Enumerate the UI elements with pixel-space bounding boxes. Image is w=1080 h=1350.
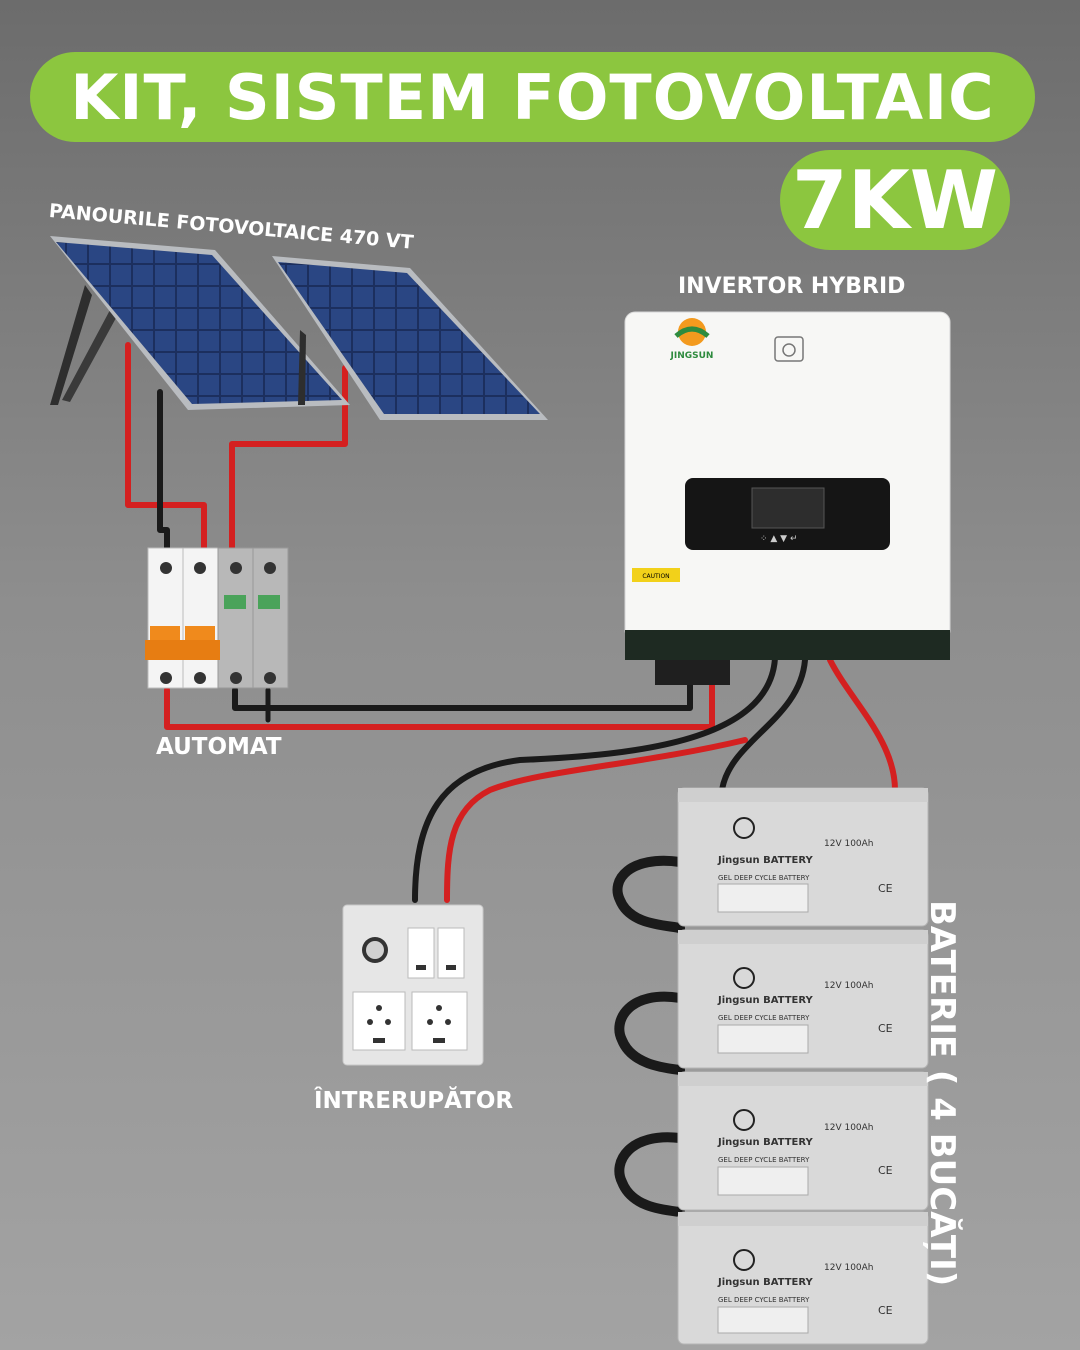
svg-text:GEL DEEP CYCLE BATTERY: GEL DEEP CYCLE BATTERY	[718, 1014, 810, 1022]
inverter-to-switch-positive-wire	[444, 737, 748, 903]
rocker-switch-2	[437, 927, 465, 979]
svg-text:⁘ ▲ ▼ ↵: ⁘ ▲ ▼ ↵	[760, 534, 798, 544]
inverter-to-battery-negative-wire	[719, 657, 808, 793]
svg-text:CE: CE	[878, 1022, 893, 1035]
svg-text:CAUTION: CAUTION	[642, 573, 669, 580]
title-banner: KIT, SISTEM FOTOVOLTAIC	[30, 52, 1035, 142]
svg-text:CE: CE	[878, 1164, 893, 1177]
svg-text:GEL DEEP CYCLE BATTERY: GEL DEEP CYCLE BATTERY	[718, 874, 810, 882]
svg-text:CE: CE	[878, 882, 893, 895]
battery-loop-3	[614, 1132, 685, 1217]
battery-logo-icon	[733, 967, 755, 989]
inverter-brand: JINGSUN	[670, 351, 714, 361]
power-button-icon	[774, 336, 804, 362]
caution-sticker	[632, 568, 680, 582]
svg-text:Jingsun BATTERY: Jingsun BATTERY	[717, 855, 814, 866]
svg-text:Jingsun BATTERY: Jingsun BATTERY	[717, 995, 814, 1006]
battery-1: Jingsun BATTERY 12V 100Ah GEL DEEP CYCLE…	[677, 787, 929, 927]
power-rating: 7KW	[792, 153, 998, 247]
inverter-screen	[751, 487, 825, 529]
svg-text:12V 100Ah: 12V 100Ah	[824, 981, 874, 991]
panel2-positive-wire	[229, 365, 348, 551]
battery-logo-icon	[733, 1109, 755, 1131]
wires	[125, 342, 898, 1217]
svg-text:Jingsun BATTERY: Jingsun BATTERY	[717, 1277, 814, 1288]
breaker-label: AUTOMAT	[156, 734, 282, 760]
battery-loop-2	[614, 991, 685, 1075]
wall-switch-plate	[342, 904, 484, 1066]
svg-text:12V 100Ah: 12V 100Ah	[824, 839, 874, 849]
page-title: KIT, SISTEM FOTOVOLTAIC	[70, 60, 995, 134]
solar-panel-2	[272, 256, 548, 420]
inverter-logo-icon	[678, 318, 706, 346]
inverter-label: INVERTOR HYBRID	[678, 274, 906, 299]
svg-text:CE: CE	[878, 1304, 893, 1317]
breaker-to-inverter-positive-wire	[164, 675, 715, 730]
battery-2: Jingsun BATTERY 12V 100Ah GEL DEEP CYCLE…	[677, 929, 929, 1069]
breaker-to-inverter-negative-wire	[232, 677, 693, 711]
panel1-negative-wire	[157, 389, 170, 563]
battery-logo-icon	[733, 817, 755, 839]
svg-text:12V 100Ah: 12V 100Ah	[824, 1263, 874, 1273]
battery-4: Jingsun BATTERY 12V 100Ah GEL DEEP CYCLE…	[677, 1211, 929, 1345]
svg-text:GEL DEEP CYCLE BATTERY: GEL DEEP CYCLE BATTERY	[718, 1156, 810, 1164]
battery-logo-icon	[733, 1249, 755, 1271]
hybrid-inverter: JINGSUN ⁘ ▲ ▼ ↵ CAUTION	[624, 311, 951, 685]
battery-loop-1	[612, 855, 685, 933]
solar-panel-1	[50, 236, 350, 410]
svg-text:12V 100Ah: 12V 100Ah	[824, 1123, 874, 1133]
breaker-assembly	[145, 547, 289, 689]
svg-text:GEL DEEP CYCLE BATTERY: GEL DEEP CYCLE BATTERY	[718, 1296, 810, 1304]
rocker-switch-1	[407, 927, 435, 979]
power-badge: 7KW	[780, 150, 1010, 250]
inverter-to-switch-negative-wire	[412, 655, 778, 903]
battery-3: Jingsun BATTERY 12V 100Ah GEL DEEP CYCLE…	[677, 1071, 929, 1211]
panel1-positive-wire	[125, 342, 207, 563]
inverter-to-battery-positive-wire	[827, 657, 898, 793]
svg-text:Jingsun BATTERY: Jingsun BATTERY	[717, 1137, 814, 1148]
battery-label: BATERIE ( 4 BUCĂȚI)	[922, 900, 962, 1287]
switch-label: ÎNTRERUPĂTOR	[314, 1088, 514, 1114]
